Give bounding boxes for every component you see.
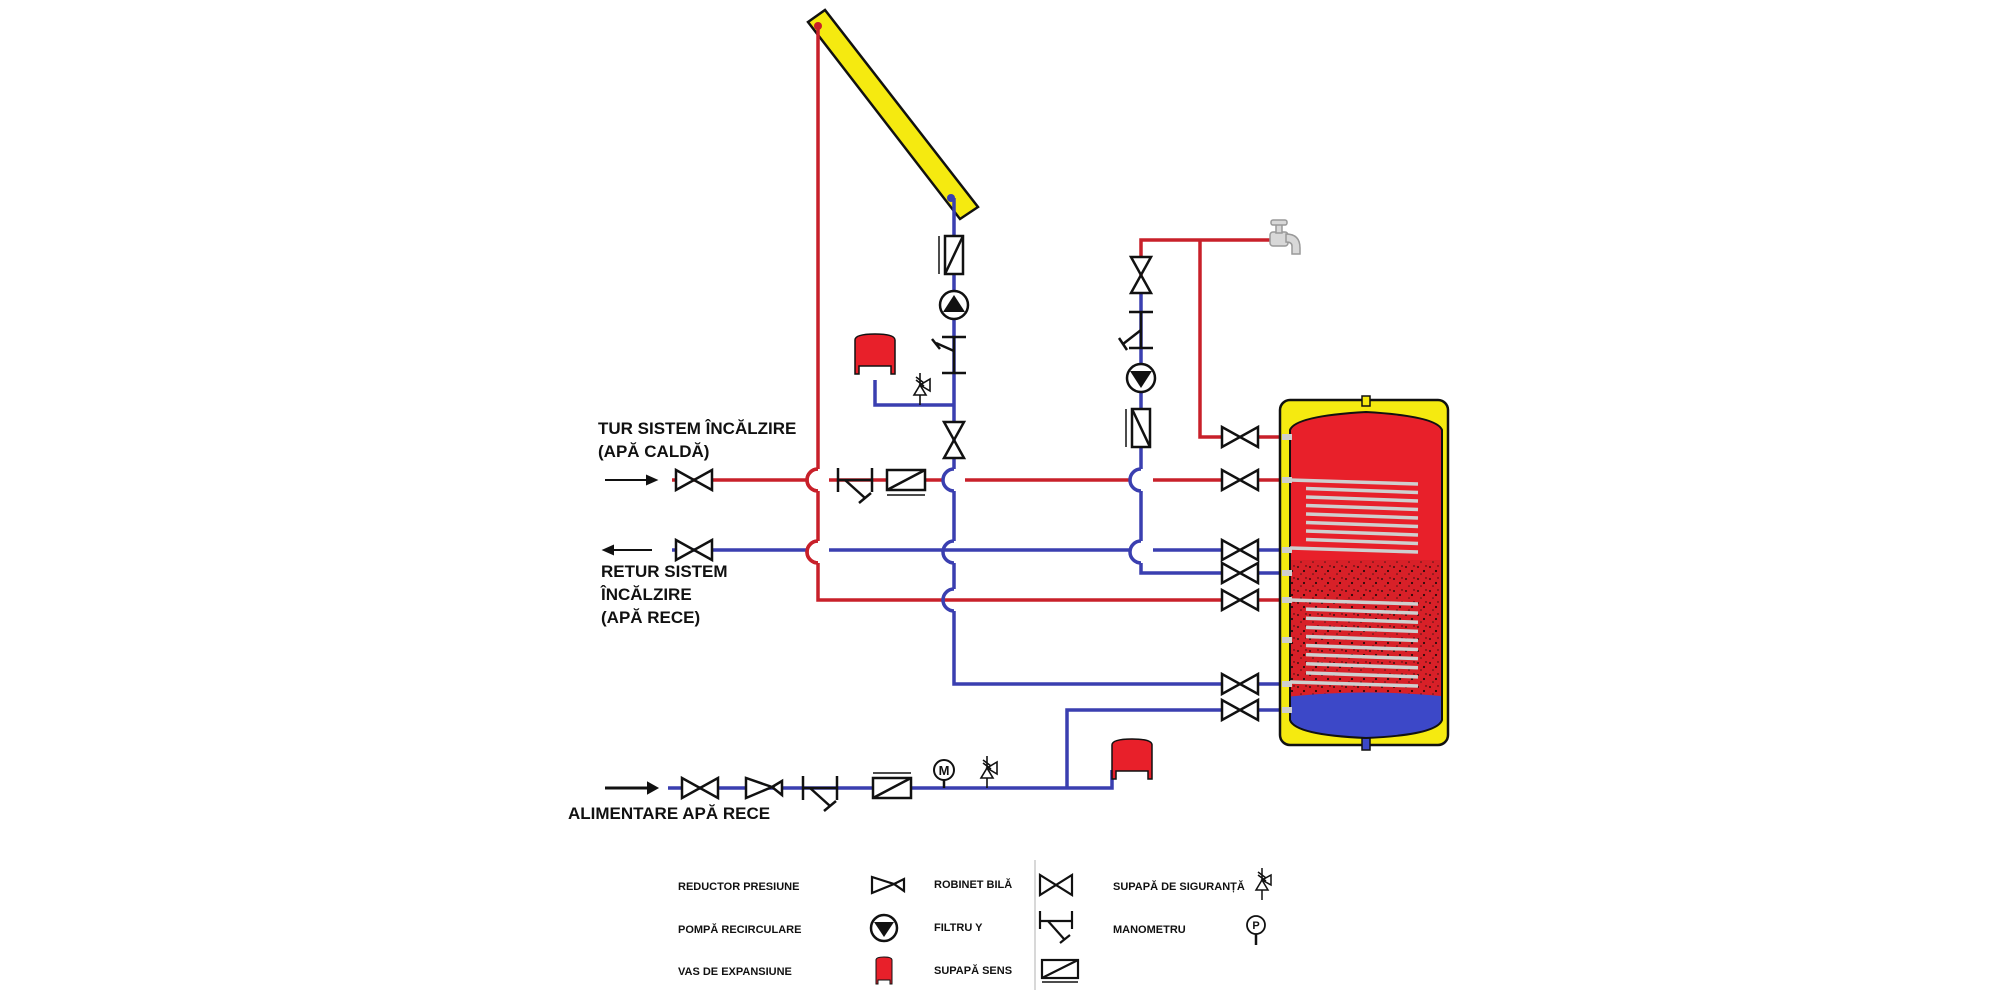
solar-collector — [806, 8, 980, 221]
coil-turn — [1305, 529, 1419, 537]
expansion-vessel-icon — [1111, 738, 1153, 780]
ball-valve-icon — [1038, 873, 1074, 897]
y-filter-icon — [1117, 310, 1153, 351]
legend-label-pressure-reducer: REDUCTOR PRESIUNE — [678, 881, 800, 893]
check-valve-icon — [938, 234, 965, 276]
ball-valve-icon — [674, 468, 714, 492]
coil-turn — [1305, 616, 1419, 624]
heat-exchanger-coils — [1289, 478, 1419, 688]
legend: P — [668, 860, 1272, 1000]
arrow-out-retur-icon — [601, 544, 652, 556]
arrow-in-tur-icon — [605, 474, 659, 486]
ball-valve-icon — [942, 420, 966, 460]
circulation-pump-icon — [938, 289, 970, 321]
coil-turn — [1305, 495, 1419, 503]
ball-valve-icon — [1220, 468, 1260, 492]
coil-turn — [1305, 652, 1419, 661]
legend-label-expansion-vessel: VAS DE EXPANSIUNE — [678, 966, 792, 978]
retur-label-line2: ÎNCĂLZIRE — [601, 585, 692, 604]
tank-nozzles — [1282, 434, 1292, 713]
coil-turn — [1305, 662, 1419, 670]
water-tap-icon — [1269, 219, 1301, 255]
y-filter-icon — [801, 776, 839, 812]
legend-label-ball-valve: ROBINET BILĂ — [934, 879, 1013, 891]
tur-label-line1: TUR SISTEM ÎNCĂLZIRE — [598, 419, 797, 438]
coil-turn — [1305, 537, 1419, 546]
circulation-pump-icon — [869, 913, 899, 943]
coil-turn — [1289, 680, 1419, 688]
ball-valve-icon — [1220, 588, 1260, 612]
circulation-pump-icon — [1125, 362, 1157, 394]
ball-valve-icon — [1220, 672, 1260, 696]
check-valve-icon — [1040, 958, 1080, 983]
coil-turn — [1305, 671, 1419, 679]
legend-label-safety-valve: SUPAPĂ DE SIGURANȚĂ — [1113, 881, 1245, 893]
manometer-letter: M — [939, 763, 950, 778]
check-valve-icon — [1125, 407, 1152, 449]
ball-valves — [674, 255, 1260, 800]
ball-valve-icon — [1220, 698, 1260, 722]
cold-supply-label: ALIMENTARE APĂ RECE — [568, 804, 771, 823]
pressure-reducer-icon — [870, 875, 906, 895]
expansion-vessel-icon — [875, 956, 893, 985]
check-valve-icon — [885, 468, 927, 496]
coil-turn — [1305, 607, 1419, 615]
y-filter-icon — [931, 335, 966, 375]
ball-valve-icon — [1220, 538, 1260, 562]
coil-turn — [1305, 625, 1419, 634]
coil-turn — [1305, 520, 1419, 529]
pressure-gauge-icon: M — [933, 759, 955, 788]
tank-cold-zone — [1290, 692, 1442, 738]
gauge-letter: P — [1252, 920, 1259, 932]
safety-valve-icon — [912, 373, 931, 405]
ball-valve-icon — [1129, 255, 1153, 295]
arrow-in-cold-supply-icon — [605, 781, 660, 795]
coil-turn — [1289, 546, 1419, 554]
safety-valve-icon — [979, 756, 998, 788]
storage-tank — [1278, 395, 1450, 751]
coil-turn — [1305, 486, 1419, 495]
legend-label-y-filter: FILTRU Y — [934, 922, 983, 934]
y-filter-icon — [1038, 911, 1074, 944]
pressure-reducer-icon — [744, 776, 784, 800]
expansion-vessel-icon — [854, 333, 896, 375]
check-valve-icon — [871, 772, 913, 800]
retur-label-line3: (APĂ RECE) — [601, 608, 701, 627]
safety-valve-icon — [1254, 868, 1272, 900]
coil-turn — [1289, 598, 1419, 606]
tur-label-line2: (APĂ CALDĂ) — [598, 442, 710, 461]
ball-valve-icon — [1220, 425, 1260, 449]
pressure-gauge-icon: P — [1246, 915, 1266, 945]
cold-pipes — [668, 198, 1282, 790]
flow-arrows — [601, 474, 660, 795]
retur-label-line1: RETUR SISTEM — [601, 562, 728, 581]
legend-label-circulation-pump: POMPĂ RECIRCULARE — [678, 924, 802, 936]
coil-turn — [1289, 478, 1419, 486]
coil-turn — [1305, 512, 1419, 520]
ball-valve-icon — [674, 538, 714, 562]
coil-turn — [1305, 634, 1419, 643]
coil-turn — [1305, 643, 1419, 652]
ball-valve-icon — [680, 776, 720, 800]
legend-label-check-valve: SUPAPĂ SENS — [934, 965, 1013, 977]
legend-label-pressure-gauge: MANOMETRU — [1113, 924, 1186, 936]
hot-pipes — [672, 26, 1282, 602]
coil-turn — [1305, 503, 1419, 512]
y-filter-icon — [836, 468, 874, 504]
ball-valve-icon — [1220, 561, 1260, 585]
